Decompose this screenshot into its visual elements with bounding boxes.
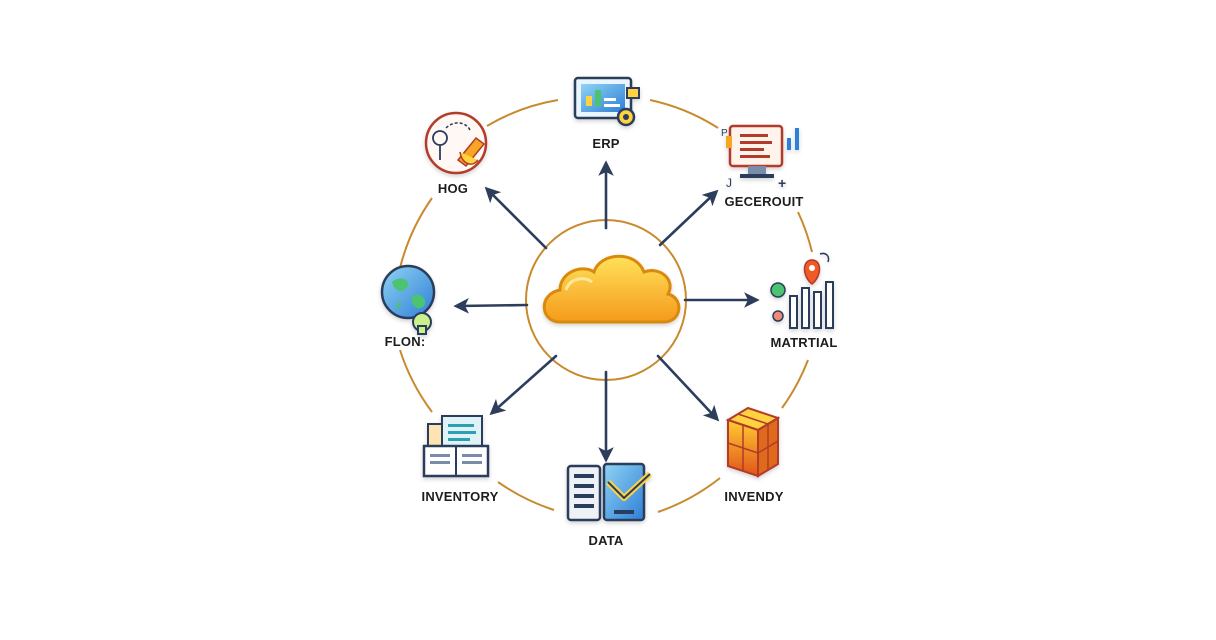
- svg-text:J: J: [726, 176, 732, 190]
- arrow-to-flon: [453, 298, 529, 314]
- arrow-to-gecerouit: [658, 189, 719, 247]
- stacked-boxes-icon: [725, 406, 781, 478]
- erp-dashboard-icon: [573, 76, 640, 127]
- node-label-erp: ERP: [592, 136, 619, 151]
- spokes: [453, 160, 760, 463]
- flowchart-circle-icon: [424, 111, 488, 175]
- documents-icon: [422, 415, 490, 478]
- globe-icon: [380, 264, 436, 335]
- arrow-to-invendy: [656, 354, 720, 422]
- monitor-report-icon: P J +: [721, 124, 799, 191]
- node-label-data: DATA: [589, 533, 624, 548]
- node-label-matrtial: MATRTIAL: [770, 335, 837, 350]
- node-label-inventory: INVENTORY: [422, 489, 499, 504]
- cloud-icon: [542, 254, 681, 324]
- orbit-ring: [399, 99, 813, 513]
- arrow-to-inventory: [489, 354, 558, 416]
- node-label-gecerouit: GECEROUIT: [724, 194, 803, 209]
- server-icon: [566, 462, 653, 522]
- node-label-invendy: INVENDY: [724, 489, 783, 504]
- node-label-flon: FLON:: [385, 334, 426, 349]
- node-label-hog: HOG: [438, 181, 468, 196]
- bar-chart-pin-icon: [770, 252, 834, 329]
- arrow-to-hog: [484, 186, 548, 250]
- svg-text:P: P: [721, 128, 728, 139]
- svg-text:+: +: [778, 175, 786, 191]
